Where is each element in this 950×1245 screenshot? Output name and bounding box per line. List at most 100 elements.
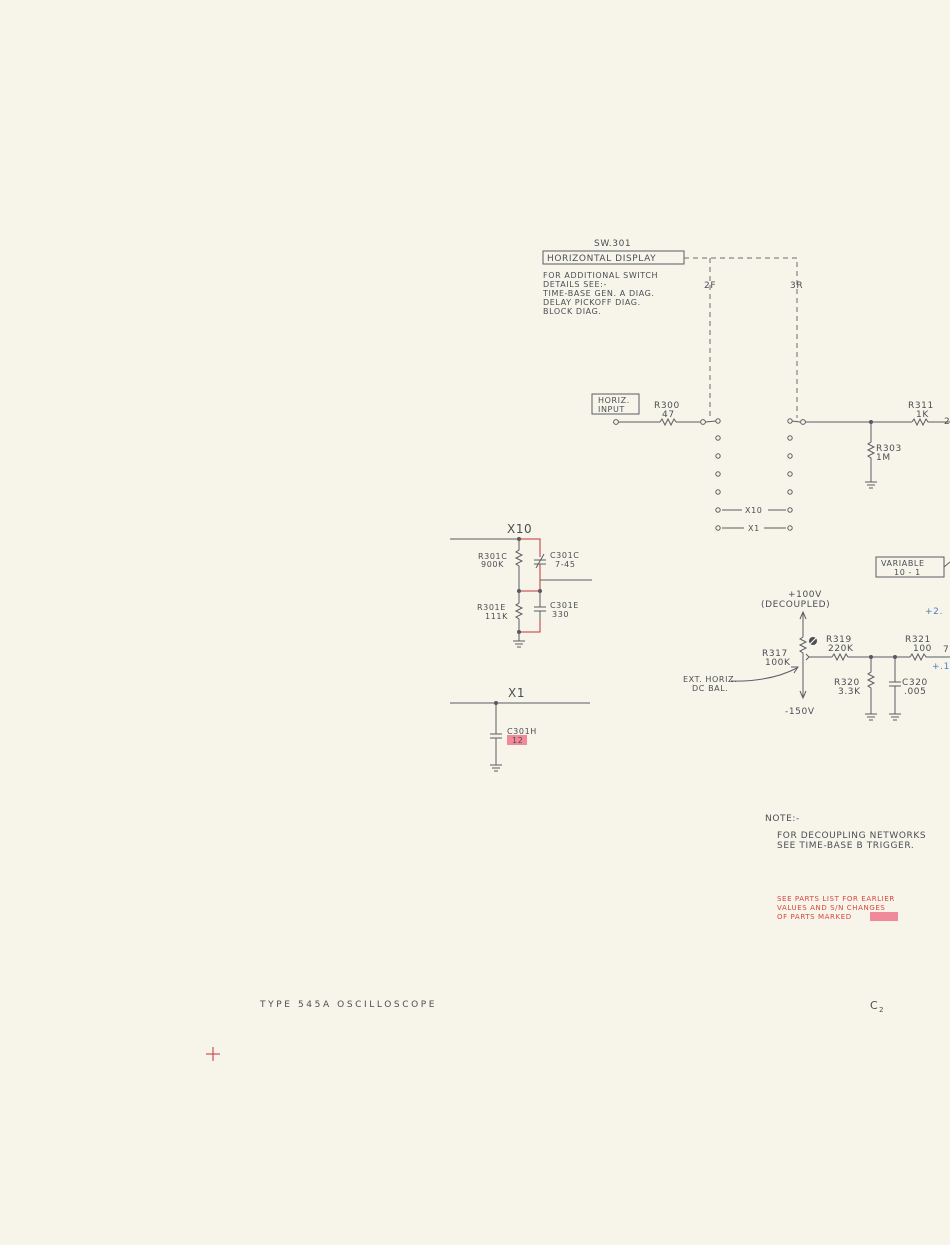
switch-pos-x10: X10 (745, 506, 762, 515)
arrow-icon (791, 666, 799, 674)
r303-symbol (866, 422, 876, 482)
parts-list-note: SEE PARTS LIST FOR EARLIER VALUES AND S/… (777, 895, 898, 921)
wire (519, 538, 541, 557)
switch-pos-x1: X1 (748, 524, 760, 533)
switch-contact (715, 435, 721, 441)
parts-note-line: OF PARTS MARKED (777, 913, 852, 921)
horiz-input-line2: INPUT (598, 405, 625, 414)
arrow-down-icon (799, 690, 807, 700)
plus1-label: +.1 (932, 662, 950, 672)
ground-icon (889, 713, 901, 721)
c301e-symbol (519, 591, 546, 633)
r321-symbol (909, 652, 950, 662)
c301c-ref: C301C (550, 551, 579, 560)
attenuator-x1: X1 C301H 12 (450, 686, 590, 772)
changed-part-marker (507, 735, 527, 745)
switch-contact (787, 489, 793, 495)
c320-ref: C320 (902, 678, 928, 688)
switch-linkage-rear (684, 257, 798, 418)
horiz-input-box (591, 393, 640, 415)
r311-value: 1K (916, 410, 929, 420)
switch-contact (787, 453, 793, 459)
r311-out-label: 2 (944, 417, 950, 427)
wafer-rear-label: 3R (790, 281, 803, 291)
r301e-symbol (514, 591, 524, 632)
switch-contact (715, 471, 721, 477)
c301h-symbol (490, 703, 502, 765)
switch-contact (700, 419, 706, 425)
c320-value: .005 (904, 687, 926, 697)
r300-value: 47 (662, 410, 675, 420)
atten-x10-label: X10 (507, 522, 532, 536)
r319-ref: R319 (826, 635, 852, 645)
r311-symbol (911, 417, 950, 427)
wire (519, 564, 541, 592)
r300-ref: R300 (654, 401, 680, 411)
sheet-number-sub: 2 (879, 1006, 884, 1014)
supply-pos-note: (DECOUPLED) (761, 600, 830, 610)
leader-line (730, 667, 798, 682)
decoupling-note: NOTE:- FOR DECOUPLING NETWORKS SEE TIME-… (765, 814, 926, 851)
ground-icon (865, 481, 877, 489)
note-line: FOR DECOUPLING NETWORKS (777, 831, 926, 841)
wiper-arrow-icon (805, 653, 810, 661)
ext-bal-line2: DC BAL. (692, 684, 728, 693)
ext-bal-line1: EXT. HORIZ. (683, 675, 737, 684)
r321-out-label: 7 (943, 645, 949, 655)
note-title: NOTE:- (765, 814, 800, 824)
c301e-value: 330 (552, 610, 569, 619)
plus2-label: +2. (925, 607, 943, 617)
r300-symbol (659, 417, 677, 427)
r301c-symbol (514, 539, 524, 591)
r301c-ref: R301C (478, 552, 507, 561)
switch-contact (715, 525, 721, 531)
switch-contact (787, 418, 793, 424)
horiz-input-line1: HORIZ. (598, 396, 630, 405)
switch-name: HORIZONTAL DISPLAY (547, 254, 656, 264)
c301h-ref: C301H (507, 727, 537, 736)
r301e-value: 111K (485, 612, 508, 621)
switch-note-line: BLOCK DIAG. (543, 307, 602, 316)
switch-note-line: DETAILS SEE:- (543, 280, 607, 289)
variable-line2: 10 - 1 (894, 568, 921, 577)
input-terminal (613, 419, 619, 425)
c301e-ref: C301E (550, 601, 579, 610)
r317-value: 100K (765, 658, 791, 668)
r311-ref: R311 (908, 401, 934, 411)
wire (519, 620, 541, 633)
parts-note-line: VALUES AND S/N CHANGES (777, 904, 885, 912)
c301c-value: 7-45 (555, 560, 576, 569)
parts-note-line: SEE PARTS LIST FOR EARLIER (777, 895, 895, 903)
wire (704, 420, 717, 423)
switch-contact (715, 418, 721, 424)
switch-contacts-front (715, 435, 721, 495)
switch-ref: SW.301 (594, 239, 631, 249)
switch-contact (787, 525, 793, 531)
screwdriver-slot (809, 637, 817, 645)
switch-contact (800, 419, 806, 425)
r320-symbol (866, 657, 876, 714)
r319-symbol (831, 652, 910, 662)
r317-ref: R317 (762, 649, 788, 659)
r321-value: 100 (913, 644, 932, 654)
footer-title: TYPE 545A OSCILLOSCOPE (259, 1000, 437, 1010)
ground-icon (865, 713, 877, 721)
switch-sw301: SW.301 HORIZONTAL DISPLAY FOR ADDITIONAL… (542, 239, 803, 533)
supply-pos: +100V (788, 590, 822, 600)
note-line: SEE TIME-BASE B TRIGGER. (777, 841, 914, 851)
r301c-value: 900K (481, 560, 504, 569)
r303-ref: R303 (876, 444, 902, 454)
wire (943, 561, 950, 568)
r317-symbol (798, 636, 808, 697)
switch-note-line: TIME-BASE GEN. A DIAG. (542, 289, 655, 298)
registration-cross-icon (206, 1047, 220, 1061)
switch-note: FOR ADDITIONAL SWITCH DETAILS SEE:- TIME… (542, 271, 658, 316)
r320-value: 3.3K (838, 687, 861, 697)
supply-neg: -150V (785, 707, 815, 717)
switch-contact (715, 489, 721, 495)
switch-contacts-rear (787, 435, 793, 495)
changed-part-marker (870, 912, 898, 921)
c320-symbol (889, 657, 901, 714)
r319-value: 220K (828, 644, 854, 654)
